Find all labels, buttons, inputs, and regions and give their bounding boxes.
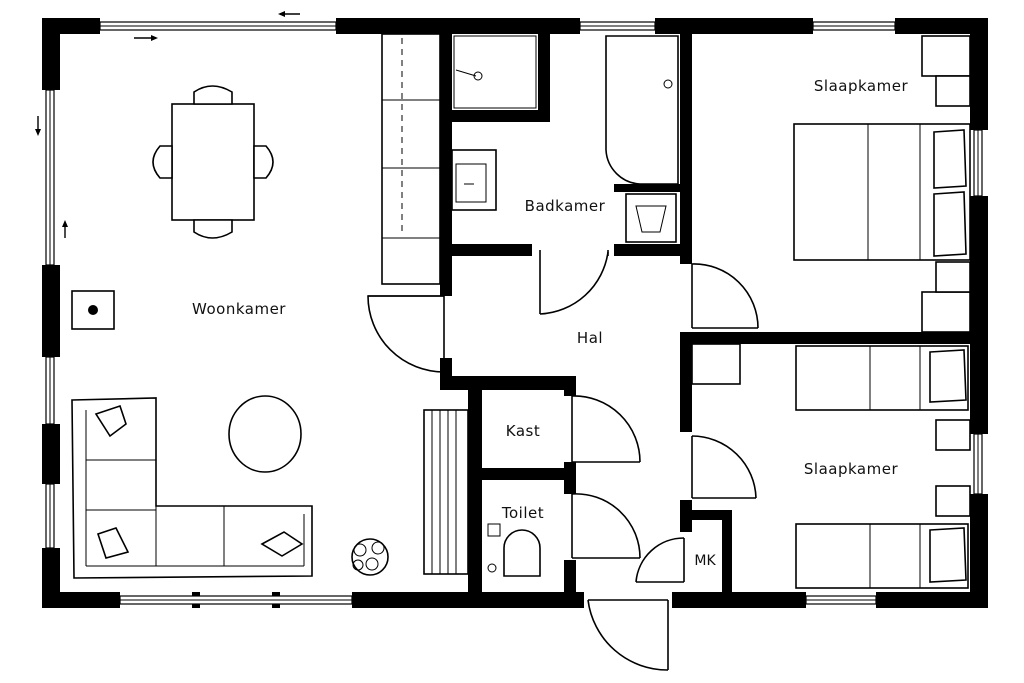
coffee-table bbox=[228, 395, 302, 473]
room-labels: Woonkamer Badkamer Slaapkamer Slaapkamer… bbox=[192, 77, 908, 569]
nightstands-bedroom-1 bbox=[921, 35, 971, 333]
cupboard-bedroom-2 bbox=[691, 343, 741, 385]
label-badkamer: Badkamer bbox=[525, 197, 606, 215]
arrow-right-icon bbox=[134, 35, 158, 41]
label-slaapkamer-1: Slaapkamer bbox=[814, 77, 909, 95]
dining-table bbox=[171, 103, 255, 221]
label-kast: Kast bbox=[506, 422, 540, 440]
corner-sofa bbox=[71, 397, 313, 579]
shower bbox=[453, 35, 537, 109]
arrow-up-icon bbox=[62, 220, 68, 238]
single-bed-top bbox=[795, 345, 969, 411]
nightstands-bedroom-2 bbox=[935, 419, 971, 517]
label-hal: Hal bbox=[577, 329, 603, 347]
label-woonkamer: Woonkamer bbox=[192, 300, 286, 318]
bathtub bbox=[605, 35, 679, 185]
washing-machine bbox=[625, 193, 677, 243]
doors bbox=[367, 250, 759, 671]
windows bbox=[45, 21, 983, 605]
interior-walls bbox=[440, 34, 970, 608]
toilet-bowl bbox=[487, 523, 541, 577]
single-bed-bottom bbox=[795, 523, 969, 589]
hall-radiator bbox=[423, 409, 469, 575]
arrow-left-icon bbox=[278, 11, 300, 17]
plant-icon bbox=[351, 538, 389, 576]
double-bed bbox=[793, 123, 971, 261]
stove-icon bbox=[71, 290, 115, 330]
dining-chairs bbox=[152, 85, 274, 239]
arrow-down-icon bbox=[35, 116, 41, 136]
label-mk: MK bbox=[694, 553, 716, 569]
sink bbox=[451, 149, 497, 211]
label-slaapkamer-2: Slaapkamer bbox=[804, 460, 899, 478]
kitchen-counter bbox=[381, 33, 441, 285]
label-toilet: Toilet bbox=[501, 504, 544, 522]
